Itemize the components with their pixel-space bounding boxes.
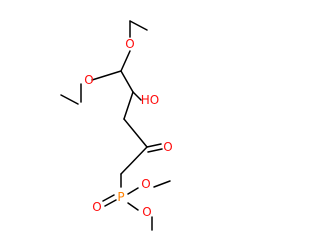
- bond: [120, 70, 134, 93]
- atom-label: O: [141, 177, 150, 191]
- bond: [123, 91, 134, 120]
- bond: [120, 146, 148, 175]
- bond: [60, 94, 79, 105]
- bond: [146, 143, 162, 148]
- bond: [102, 194, 115, 202]
- bond: [147, 148, 163, 153]
- bond-layer: [60, 20, 171, 231]
- atom-label: O: [84, 73, 93, 87]
- bond: [129, 20, 148, 31]
- atom-label: O: [125, 37, 134, 51]
- bond: [132, 91, 142, 101]
- bond: [120, 50, 131, 72]
- bond: [127, 187, 139, 195]
- bond: [91, 70, 122, 81]
- bond: [123, 118, 148, 148]
- molecule-structure: O O HO O P O O O: [60, 20, 173, 231]
- bond: [153, 180, 171, 188]
- atom-label: O: [142, 205, 151, 219]
- atom-label: O: [92, 200, 101, 214]
- bond: [127, 202, 139, 211]
- atom-label: O: [163, 140, 172, 154]
- atom-label-layer: O O HO O P O O O: [84, 37, 172, 219]
- atom-label: P: [117, 190, 124, 204]
- bond: [104, 199, 117, 207]
- atom-label: HO: [141, 93, 159, 107]
